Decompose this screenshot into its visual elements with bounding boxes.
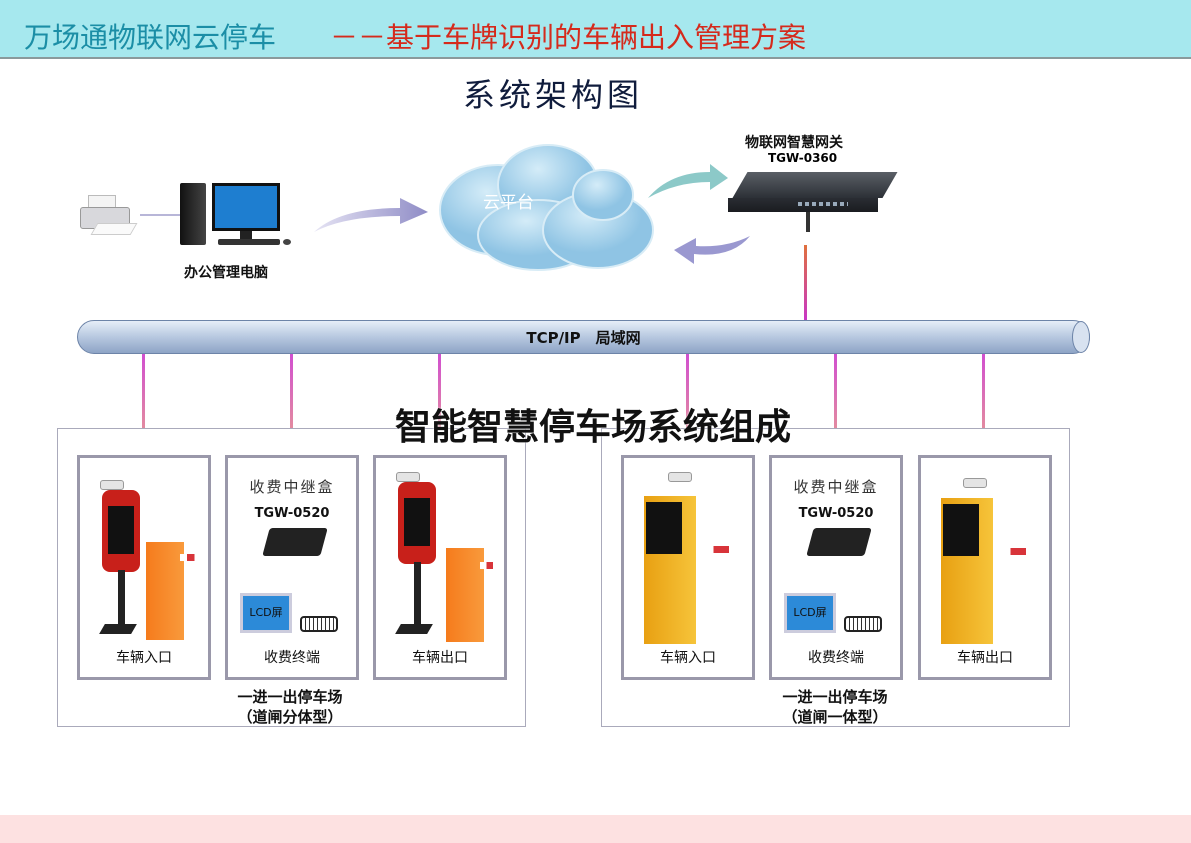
keyboard-icon xyxy=(300,616,338,632)
camera-icon xyxy=(963,478,987,488)
camera-icon xyxy=(668,472,692,482)
exit-label: 车辆出口 xyxy=(957,650,1013,666)
arrow-pc-to-cloud xyxy=(314,198,428,232)
lan-drop-line xyxy=(438,354,441,456)
lan-bus-end xyxy=(1072,321,1090,353)
terminal-label: 收费终端 xyxy=(264,650,320,666)
integrated-barrier-icon xyxy=(644,496,696,644)
keyboard-icon xyxy=(844,616,882,632)
entry-label: 车辆入口 xyxy=(660,650,716,666)
gateway-device-icon xyxy=(728,172,898,234)
header-bar xyxy=(0,0,1191,59)
relay-box-icon xyxy=(806,528,872,556)
lan-label: TCP/IP 局域网 xyxy=(526,329,641,347)
relay-box-icon xyxy=(262,528,328,556)
plate-reader-icon xyxy=(398,482,436,564)
relay-title: 收费中继盒 xyxy=(793,478,879,496)
group-caption: 一进一出停车场 xyxy=(237,688,343,706)
arrow-cloud-gateway xyxy=(648,164,750,264)
composition-heading: 智能智慧停车场系统组成 xyxy=(395,407,792,448)
entry-label: 车辆入口 xyxy=(116,650,172,666)
exit-card: 车辆出口 xyxy=(373,455,507,680)
footer-bar xyxy=(0,815,1191,843)
lcd-monitor-icon: LCD屏 xyxy=(784,593,836,633)
barrier-gate-icon xyxy=(146,542,184,640)
gateway-name: 物联网智慧网关 xyxy=(745,135,843,151)
cloud-icon xyxy=(439,144,654,271)
cloud-label: 云平台 xyxy=(483,193,534,213)
entry-card: 车辆入口 xyxy=(621,455,755,680)
camera-icon xyxy=(100,480,124,490)
printer-icon xyxy=(80,195,138,235)
lan-drop-line xyxy=(834,354,837,456)
relay-card: 收费中继盒 TGW-0520 LCD屏 收费终端 xyxy=(225,455,359,680)
gateway-model: TGW-0360 xyxy=(768,151,838,165)
exit-card: 车辆出口 xyxy=(918,455,1052,680)
group-subcaption: （道闸分体型） xyxy=(237,708,343,726)
relay-card: 收费中继盒 TGW-0520 LCD屏 收费终端 xyxy=(769,455,903,680)
lan-drop-line xyxy=(982,354,985,456)
connector-line xyxy=(140,214,180,216)
exit-label: 车辆出口 xyxy=(412,650,468,666)
gateway-uplink-line xyxy=(804,245,807,321)
terminal-label: 收费终端 xyxy=(808,650,864,666)
group-subcaption: （道闸一体型） xyxy=(782,708,888,726)
barrier-gate-icon xyxy=(446,548,484,642)
lan-drop-line xyxy=(290,354,293,456)
plate-reader-icon xyxy=(102,490,140,572)
title-subtitle: －－基于车牌识别的车辆出入管理方案 xyxy=(330,21,807,54)
lcd-monitor-icon: LCD屏 xyxy=(240,593,292,633)
title-brand: 万场通物联网云停车 xyxy=(24,21,277,54)
integrated-barrier-icon xyxy=(941,498,993,644)
group-caption: 一进一出停车场 xyxy=(782,688,888,706)
desktop-computer-icon xyxy=(180,183,292,249)
relay-model: TGW-0520 xyxy=(798,506,874,521)
relay-model: TGW-0520 xyxy=(254,506,330,521)
lan-drop-line xyxy=(142,354,145,456)
office-pc-label: 办公管理电脑 xyxy=(184,265,268,281)
diagram-heading: 系统架构图 xyxy=(463,76,644,114)
relay-title: 收费中继盒 xyxy=(249,478,335,496)
lan-bus: TCP/IP 局域网 xyxy=(77,320,1090,354)
lan-drop-line xyxy=(686,354,689,456)
camera-icon xyxy=(396,472,420,482)
entry-card: 车辆入口 xyxy=(77,455,211,680)
